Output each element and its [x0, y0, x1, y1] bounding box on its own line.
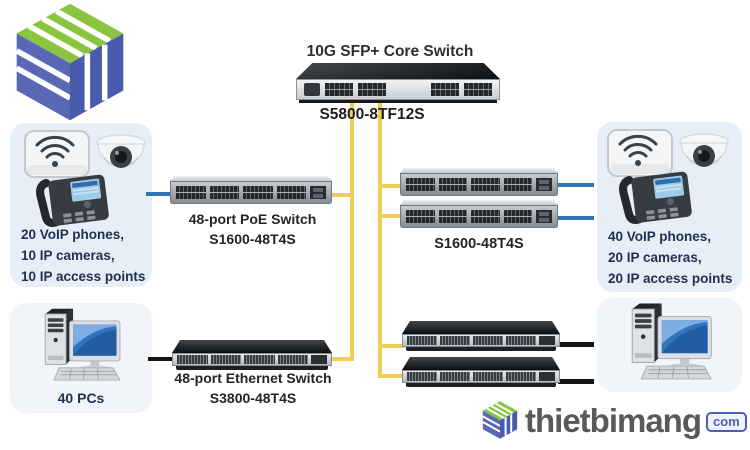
right-pcs-panel — [597, 298, 742, 392]
voip-phone-icon — [36, 174, 109, 227]
access-point-icon — [24, 130, 90, 178]
link-right-switch4-to-right-pcs — [558, 379, 594, 384]
access-point-icon — [607, 129, 673, 177]
ip-camera-icon — [96, 134, 146, 168]
core-switch-model: S5800-8TF12S — [319, 106, 425, 123]
left-endpoints-panel: 20 VoIP phones, 10 IP cameras, 10 IP acc… — [10, 123, 152, 287]
link-poe-switch-to-left-endpoints — [146, 192, 174, 196]
link-core-to-poe-switch — [329, 193, 354, 197]
left-endpoints-label-line2: 10 IP cameras, — [21, 248, 115, 263]
pc-icon — [44, 308, 121, 381]
poe-switch-name: 48-port PoE Switch — [188, 211, 317, 227]
core-switch-image — [296, 63, 500, 103]
ethernet-switch-image — [172, 340, 332, 370]
trunk-line-left-vertical — [350, 102, 354, 361]
left-pcs-label: 40 PCs — [57, 390, 105, 406]
link-access-switch1-to-right-endpoints — [556, 183, 594, 187]
link-access-switch2-to-right-endpoints — [556, 216, 594, 220]
access-switch-1-image — [400, 168, 558, 196]
ip-camera-icon — [679, 133, 729, 167]
core-switch-title: 10G SFP+ Core Switch — [306, 43, 474, 60]
right-switch-4-image — [402, 357, 560, 387]
left-endpoints-label-line1: 20 VoIP phones, — [21, 227, 125, 242]
left-pcs-panel: 40 PCs — [10, 303, 152, 413]
ethernet-switch-model: S3800-48T4S — [209, 390, 297, 406]
link-right-switch3-to-right-pcs — [558, 342, 594, 347]
thietbimang-logo-icon — [15, 3, 124, 121]
poe-switch-model: S1600-48T4S — [209, 231, 296, 247]
link-core-to-right-switch-3 — [382, 344, 404, 348]
link-ethernet-switch-to-left-pcs — [148, 357, 175, 361]
right-endpoints-panel: 40 VoIP phones, 20 IP cameras, 20 IP acc… — [597, 122, 742, 292]
thietbimang-brand: thietbimang com — [480, 399, 747, 441]
left-endpoints-label-line3: 10 IP access points — [21, 269, 146, 284]
right-endpoints-label-line1: 40 VoIP phones, — [608, 229, 712, 244]
right-endpoints-label-line2: 20 IP cameras, — [608, 250, 702, 265]
brand-wordmark: thietbimang — [525, 401, 702, 439]
access-switches-model: S1600-48T4S — [434, 236, 524, 252]
right-endpoints-label-line3: 20 IP access points — [608, 271, 733, 286]
voip-phone-icon — [619, 171, 692, 224]
link-core-to-ethernet-switch — [329, 357, 354, 361]
ethernet-switch-name: 48-port Ethernet Switch — [174, 370, 332, 386]
link-core-to-access-switch-1 — [382, 184, 404, 188]
brand-tld-badge: com — [706, 412, 747, 432]
link-core-to-access-switch-2 — [382, 214, 404, 218]
trunk-line-right-vertical — [378, 102, 382, 378]
pc-icon — [631, 303, 713, 380]
thietbimang-logo-icon — [482, 401, 518, 439]
right-switch-3-image — [402, 321, 560, 351]
access-switch-2-image — [400, 200, 558, 228]
poe-switch-image — [170, 176, 332, 204]
link-core-to-right-switch-4 — [382, 374, 404, 378]
